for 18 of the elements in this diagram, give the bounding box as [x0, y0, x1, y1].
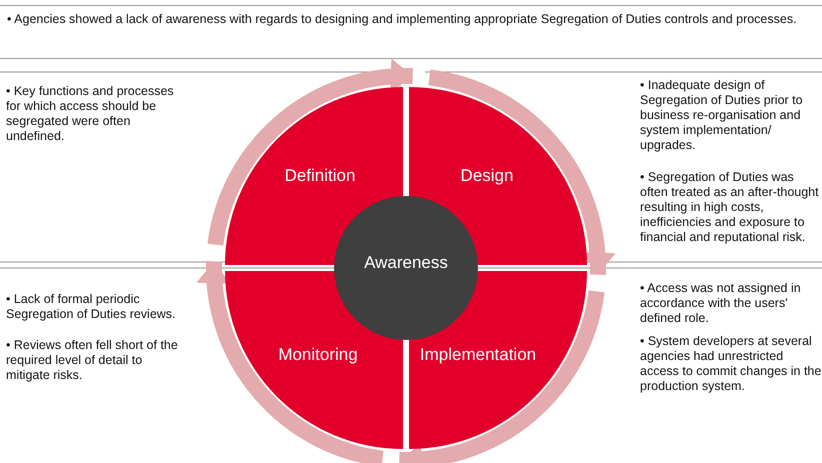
- bullet-text: • Lack of formal periodic Segregation of Duties reviews.: [6, 292, 177, 322]
- text-panel: [0, 5, 822, 59]
- segment-label: Design: [460, 166, 514, 186]
- bullet-text: • System developers at several agencies had unrestricted access to commit changes in the production system.: [640, 334, 822, 394]
- bullet-text: • Reviews often fell short of the required level of detail to mitigate risks.: [6, 338, 179, 383]
- bullet-text: • Inadequate design of Segregation of Duties prior to business re-organisation and system implementation/ upgrades.: [640, 78, 804, 153]
- curved-arrow: [198, 261, 384, 463]
- curved-arrow: [428, 70, 614, 275]
- segment-label: Implementation: [420, 345, 536, 365]
- bullet-text: • Agencies showed a lack of awareness with regards to designing and implementing appropriate Segregation of Duties controls and processes.: [7, 12, 798, 27]
- circle-label: Awareness: [364, 253, 448, 273]
- curved-arrow: [208, 60, 413, 246]
- bullet-text: • Key functions and processes for which access should be segregated were often undefined.: [6, 84, 175, 144]
- bullet-text: • Segregation of Duties was often treated as an after-thought resulting in high costs, inefficiencies and exposure to financial and reputational risk.: [640, 170, 820, 245]
- bullet-text: • Access was not assigned in accordance with the users' defined role.: [640, 281, 802, 326]
- segment-label: Definition: [284, 166, 356, 186]
- segment-label: Monitoring: [278, 345, 358, 365]
- curved-arrow: [399, 290, 604, 463]
